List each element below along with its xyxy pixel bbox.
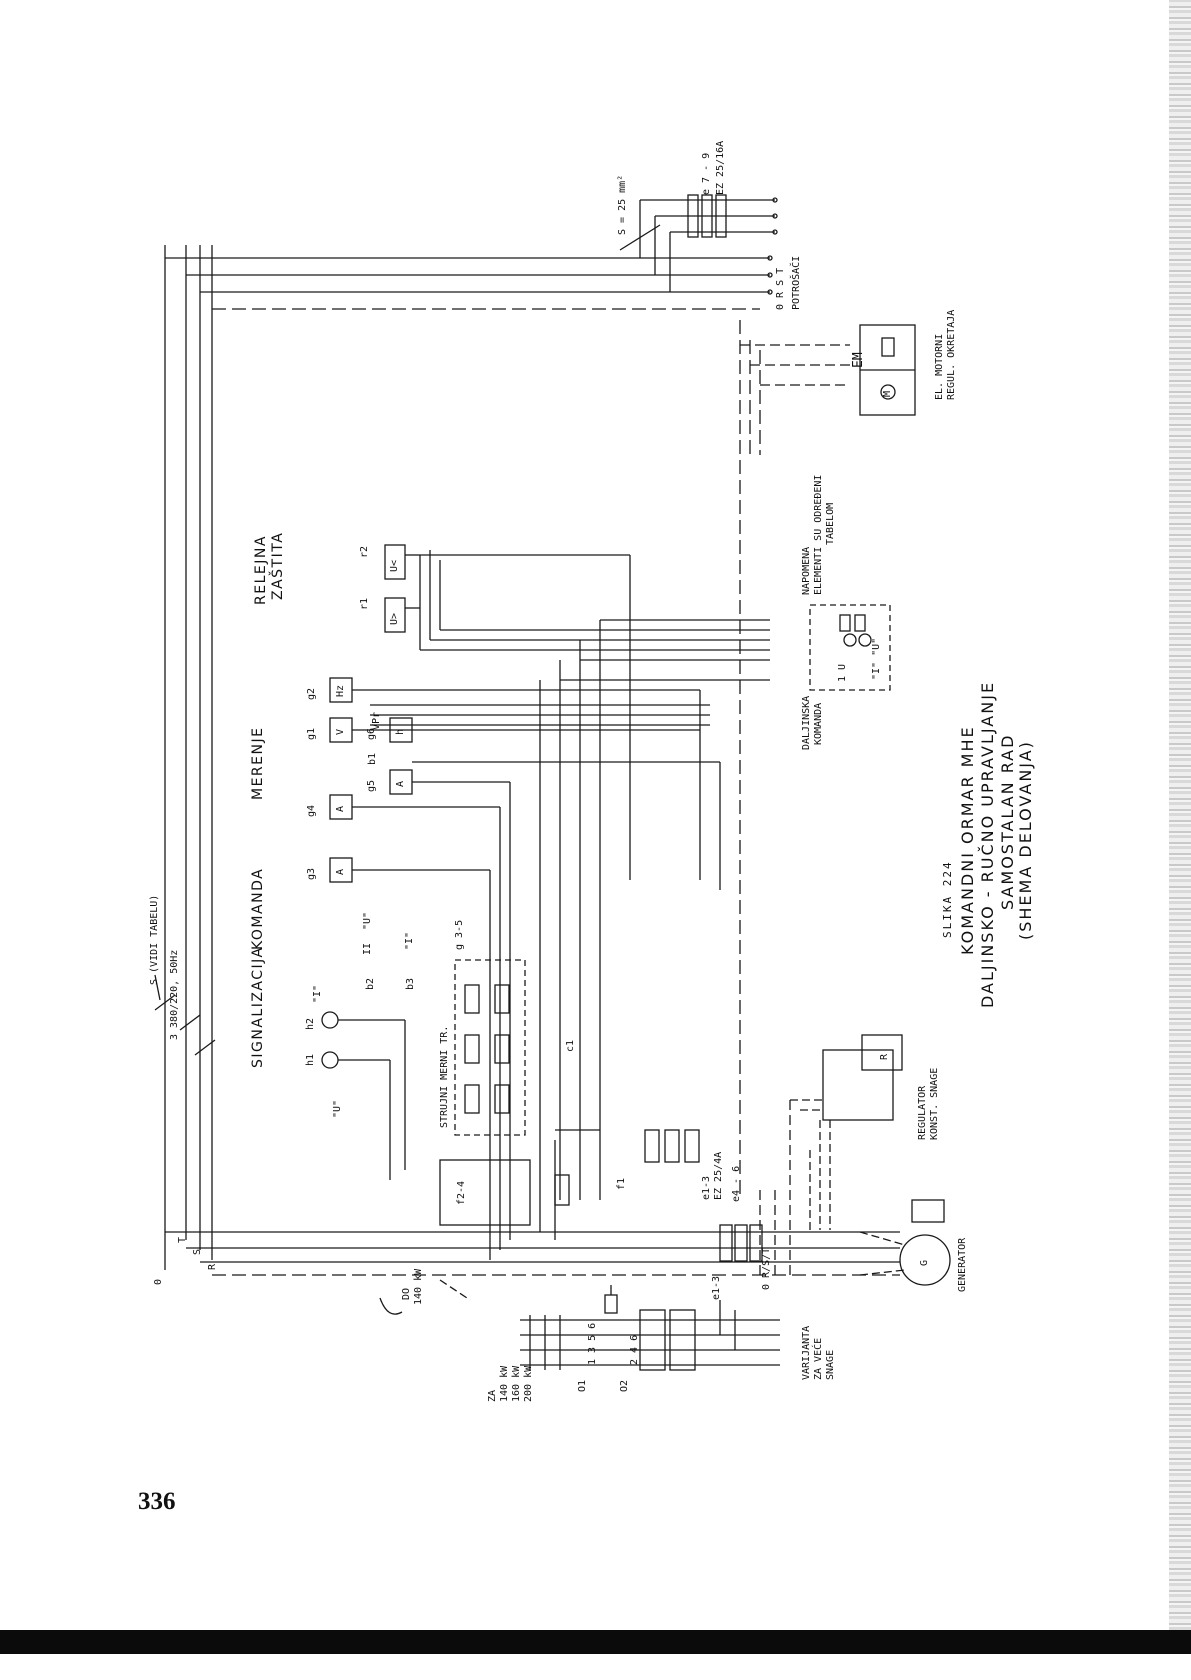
power-do: DO: [401, 1287, 412, 1300]
section-merenje: MERENJE: [250, 726, 266, 800]
consumers-fuse: e 7 - 9: [701, 152, 712, 195]
relay-u-gt: U>: [389, 612, 400, 625]
scan-bottom-bar: [0, 1630, 1191, 1654]
meter-b1-label: b1: [367, 752, 378, 765]
power-kw: 140 kW: [413, 1268, 424, 1305]
remote-iu: 1 U: [837, 663, 848, 682]
switch-u-label: "U": [362, 911, 373, 930]
fuse-e13-label: e1-3: [701, 1175, 712, 1200]
relay-r1: r1: [359, 597, 370, 610]
meter-g5-symbol: A: [395, 780, 406, 787]
relay-r2: r2: [359, 545, 370, 558]
section-zastita: ZAŠTITA: [270, 531, 286, 600]
remote-line-2: KOMANDA: [813, 702, 824, 745]
meter-g1-label: g1: [306, 727, 317, 740]
current-transformers-label: STRUJNI MERNI TR.: [439, 1025, 450, 1128]
remote-line-1: DALJINSKA: [801, 695, 812, 750]
section-signalizacija: SIGNALIZACIJA: [250, 946, 266, 1068]
lamp-h1: h1: [305, 1053, 316, 1066]
generator-phases: 0 R/S/T: [761, 1247, 772, 1290]
motor-label-2: REGUL. OKRETAJA: [946, 309, 957, 400]
variant-p1: 140 kW: [499, 1365, 510, 1402]
meter-g2-symbol: Hz: [335, 684, 346, 697]
regulator-r-symbol: R: [879, 1053, 890, 1060]
variant-p2: 160 kW: [511, 1365, 522, 1402]
variant-o2: O2: [619, 1379, 630, 1392]
meter-g2-label: g2: [306, 687, 317, 700]
contactor-c1: c1: [565, 1039, 576, 1052]
variant-label-1: VARIJANTA: [801, 1325, 812, 1380]
switch-b2: b2: [365, 977, 376, 990]
meter-g4-label: g4: [306, 804, 317, 817]
meter-g3-symbol: A: [335, 868, 346, 875]
relay-u-lt: U<: [389, 559, 400, 572]
switch-i-label: "I": [404, 931, 415, 950]
breaker-f1: f1: [616, 1177, 627, 1190]
caption-line-2: DALJINSKO - RUČNO UPRAVLJANJE: [978, 680, 997, 1008]
caption-line-4: (SHEMA DELOVANJA): [1016, 740, 1035, 940]
scan-edge: [1169, 0, 1191, 1630]
meter-g5-label: g5: [366, 779, 377, 792]
bus-phase-t: T: [177, 1236, 188, 1243]
meter-g6-symbol: h: [395, 728, 406, 735]
variant-p3: 200 kW: [523, 1365, 534, 1402]
ct-g35: g 3-5: [454, 919, 465, 950]
note-line-3: TABELOM: [825, 502, 836, 545]
generator-label: GENERATOR: [957, 1237, 968, 1292]
bus-phase-s: S: [192, 1248, 203, 1255]
motor-m-symbol: M: [882, 390, 893, 397]
meter-vpr: VPr: [371, 711, 382, 730]
page-number: 336: [138, 1488, 176, 1515]
lamp-h2: h2: [305, 1017, 316, 1030]
caption-figure: SLIKA 224: [941, 860, 954, 938]
motor-em: EM: [851, 352, 866, 368]
note-line-1: NAPOMENA: [801, 546, 812, 595]
switch-ii: II: [362, 942, 373, 955]
variant-nums2: 2 4 6: [629, 1334, 640, 1365]
variant-e13: e1-3: [711, 1275, 722, 1300]
variant-za: ZA: [487, 1389, 498, 1402]
section-relejna: RELEJNA: [253, 535, 269, 605]
switch-b3: b3: [405, 977, 416, 990]
breaker-f24: f2-4: [456, 1180, 467, 1205]
consumers-label: POTROŠAČI: [791, 255, 802, 310]
regulator-line-2: KONST. SNAGE: [929, 1067, 940, 1140]
bus-spec: 3 380/220, 50Hz: [169, 949, 180, 1040]
fuse-ez-label: EZ 25/4A: [713, 1151, 724, 1200]
generator-symbol: G: [919, 1259, 930, 1266]
caption-line-1: KOMANDNI ORMAR MHE: [958, 725, 977, 955]
bus-phase-r: R: [207, 1263, 218, 1270]
lamp-u-label: "U": [332, 1099, 343, 1118]
consumers-fuse-type: EZ 25/16A: [715, 140, 726, 195]
meter-g3-label: g3: [306, 867, 317, 880]
bus-cable-note: S (VIDI TABELU): [149, 894, 160, 985]
variant-label-2: ZA VEĆE: [813, 1337, 824, 1380]
meter-g1-symbol: V: [335, 728, 346, 735]
variant-nums1: 1 3 5 6: [587, 1322, 598, 1365]
caption-line-3: SAMOSTALAN RAD: [998, 733, 1017, 910]
note-line-2: ELEMENTI SU ODREĐENI: [813, 474, 824, 595]
bus-cable-cross: S = 25 mm²: [617, 174, 628, 235]
consumers-phases: 0 R S T: [775, 267, 786, 310]
meter-g4-symbol: A: [335, 805, 346, 812]
motor-label-1: EL. MOTORNI: [934, 333, 945, 400]
regulator-line-1: REGULATOR: [917, 1085, 928, 1140]
variant-label-3: SNAGE: [825, 1349, 836, 1380]
lamp-i-label: "I": [312, 984, 323, 1003]
bus-phase-o: 0: [153, 1278, 164, 1285]
section-komanda: KOMANDA: [250, 867, 266, 950]
variant-o1: O1: [577, 1379, 588, 1392]
remote-i-u: "I" "U": [871, 637, 882, 680]
fuse-e46-label: e4 - 6: [731, 1165, 742, 1202]
